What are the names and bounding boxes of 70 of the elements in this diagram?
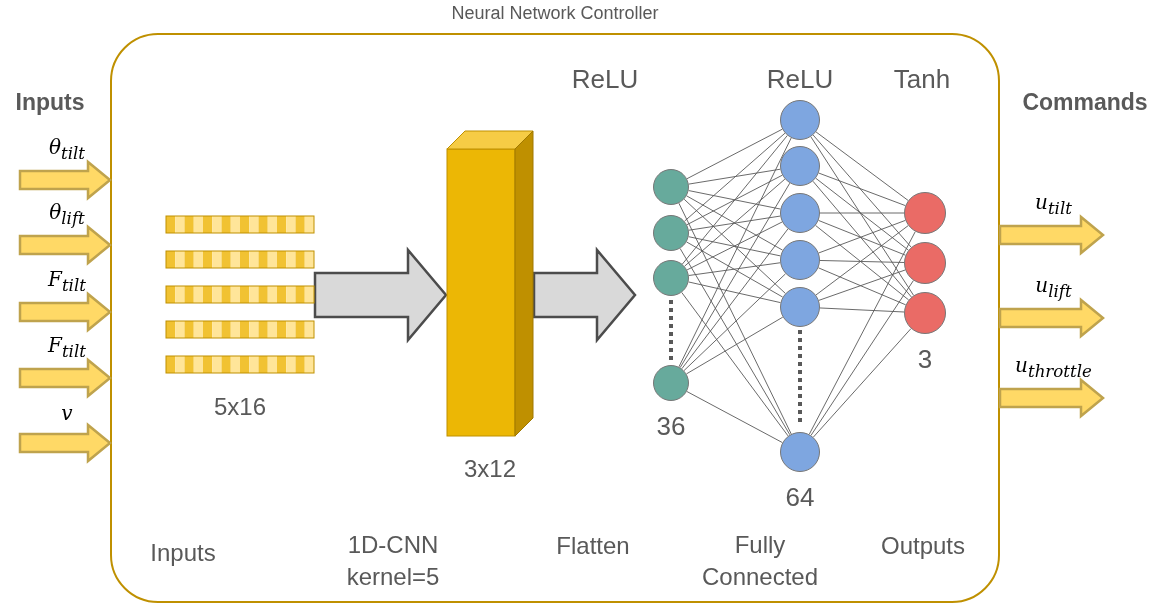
size-label: 36 [655,411,687,442]
section-heading: Commands [1022,88,1148,118]
size-label: 5x16 [212,393,267,421]
connection-line [808,231,916,435]
connection-line [678,137,792,368]
edge-label: F$_{tilt}$ [48,332,86,364]
connection-line [688,190,781,210]
layer-label: Tanh [893,63,951,97]
connection-line [819,260,905,263]
layer-label: Fully Connected [700,529,820,592]
block-arrow [532,246,637,344]
connection-line [819,307,905,313]
connection-line [684,178,786,267]
layer-label: ReLU [571,63,639,97]
connection-line [683,273,786,372]
connection-line [688,281,781,304]
block-arrow [18,159,112,201]
layer-label: Flatten [556,530,630,561]
connection-line [688,215,781,231]
edge-label: θ$_{tilt}$ [48,134,86,166]
connection-line [679,248,791,436]
layer-label: ReLU [766,63,834,97]
edge-label: v [61,399,73,427]
block-arrow [313,246,448,344]
edge-label: θ$_{lift}$ [49,199,85,231]
connection-line [688,262,781,276]
size-label: 3x12 [462,455,517,483]
layer-label: Inputs [150,537,216,568]
connection-line [684,132,786,222]
connection-line [686,391,783,443]
connection-line [819,212,905,214]
connection-line [681,228,789,370]
connection-line [815,131,909,201]
block-arrow [18,357,112,399]
connection-line [686,241,784,298]
edge-label: u$_{throttle}$ [1015,352,1092,384]
connection-line [810,280,914,436]
connection-line [815,177,909,251]
block-arrow [18,224,112,266]
connection-line [688,236,781,257]
layer-label: Outputs [881,530,965,561]
connection-line [686,221,783,271]
connection-line [812,134,912,248]
size-label: 64 [784,482,816,513]
edge-label: u$_{lift}$ [1035,272,1072,304]
connection-line [812,180,912,298]
block-arrow [998,297,1105,339]
connection-line [686,174,783,226]
connection-line [688,168,781,185]
edge-label: F$_{tilt}$ [48,266,86,298]
connection-line [686,195,784,251]
connection-line [810,136,915,296]
edge-label: u$_{tilt}$ [1035,189,1072,221]
layer-label: 1D-CNN kernel=5 [345,529,441,592]
connection-line [818,172,906,207]
connection-line [812,328,912,438]
section-heading: Inputs [15,88,85,118]
block-arrow [998,377,1105,419]
connection-line [681,135,788,265]
connection-line [679,182,791,368]
connection-line [686,128,783,180]
block-arrow [18,291,112,333]
size-label: 3 [916,344,934,375]
connection-line [686,316,784,375]
connection-line [681,292,789,437]
block-arrow [998,214,1105,256]
connection-line [683,198,786,294]
frame-title: Neural Network Controller [450,3,660,24]
connection-line [678,202,792,435]
block-arrow [18,422,112,464]
